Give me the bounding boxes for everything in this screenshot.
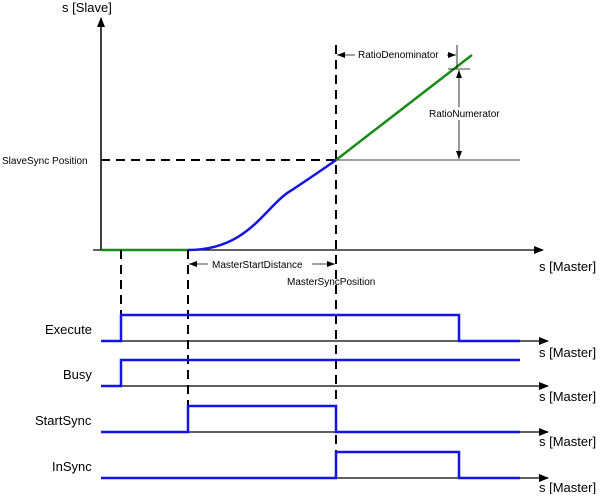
master-start-distance-label: MasterStartDistance — [212, 260, 303, 271]
busy-axis-label: s [Master] — [539, 389, 596, 404]
execute-axis-label: s [Master] — [539, 345, 596, 360]
master-sync-position-label: MasterSyncPosition — [287, 277, 375, 288]
ratio-numerator-label: RatioNumerator — [429, 109, 500, 120]
execute-signal — [101, 313, 520, 343]
insync-label: InSync — [52, 459, 92, 474]
execute-label: Execute — [45, 322, 92, 337]
startsync-axis-label: s [Master] — [539, 434, 596, 449]
slave-sync-position-label: SlaveSync Position — [2, 156, 88, 167]
slave-sync-curve — [187, 158, 337, 252]
busy-label: Busy — [63, 367, 92, 382]
x-axis-label: s [Master] — [539, 259, 596, 274]
ratio-denominator-label: RatioDenominator — [358, 50, 439, 61]
ratio-line — [335, 54, 473, 161]
busy-signal — [101, 358, 520, 388]
startsync-label: StartSync — [35, 413, 92, 428]
startsync-signal — [101, 404, 520, 434]
insync-axis-label: s [Master] — [539, 480, 596, 494]
y-axis-label: s [Slave] — [62, 0, 112, 15]
insync-signal — [101, 450, 520, 480]
